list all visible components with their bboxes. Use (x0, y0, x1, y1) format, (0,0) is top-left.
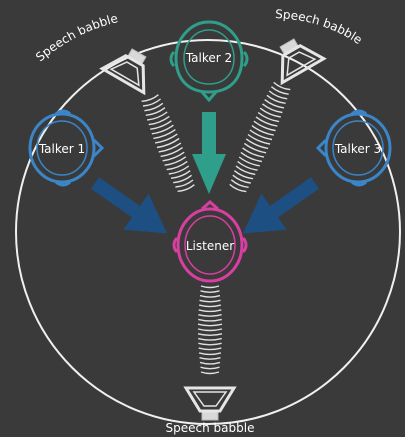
sound-wave-ring (198, 352, 222, 356)
sound-wave-ring (200, 371, 220, 375)
sound-wave-ring (153, 129, 176, 140)
speaker-left (99, 48, 147, 96)
sound-wave-ring (147, 111, 168, 121)
sound-wave-ring (255, 116, 278, 127)
sound-wave-ring (238, 156, 260, 167)
sound-wave-ring (257, 111, 280, 123)
sound-wave-ring (177, 184, 195, 192)
sound-wave-ring (144, 102, 164, 112)
sound-wave-ring (155, 133, 178, 144)
arrows (90, 112, 320, 234)
sound-wave-ring (232, 174, 251, 184)
sound-wave-ring (197, 333, 223, 336)
room-circle (15, 39, 401, 425)
sound-wave-ring (240, 151, 263, 163)
sound-wave-ring (141, 94, 159, 102)
sound-wave-ring (175, 179, 194, 188)
sound-wave-ring (198, 314, 222, 317)
sound-wave-ring (199, 357, 221, 360)
sound-wave-ring (200, 366, 220, 370)
sound-wave-ring (166, 160, 188, 171)
arrow-talker-1 (90, 177, 168, 234)
sound-wave-ring (200, 290, 220, 293)
sound-wave-ring (237, 160, 258, 171)
sound-wave-ring (160, 147, 184, 158)
talker-2-head: Talker 2 (169, 20, 249, 103)
heads: Talker 2 Talker 1 Talker 3 (28, 20, 392, 283)
sound-wave-ring (199, 294, 221, 298)
sound-wave-ring (198, 342, 222, 346)
sound-wave-ring (198, 347, 222, 351)
talker-3-head: Talker 3 (315, 109, 392, 187)
sound-wave-ring (198, 337, 222, 341)
sound-wave-ring (156, 137, 180, 149)
sound-wave-ring (148, 115, 170, 126)
sound-wave-ring (259, 107, 281, 118)
sound-wave-ring (230, 179, 249, 188)
speech-babble-label-right: Speech babble (275, 7, 365, 47)
sound-wave-ring (151, 124, 174, 135)
sound-wave-ring (273, 81, 291, 91)
sound-wave-ring (253, 120, 276, 132)
sound-wave-ring (197, 328, 223, 332)
speech-babble-speakers (99, 38, 327, 421)
sound-wave-ring (229, 183, 247, 193)
sound-wave-ring (245, 138, 269, 150)
arrow-talker-2 (192, 112, 226, 194)
talker-3-label: Talker 3 (334, 142, 381, 156)
sound-wave-ring (233, 170, 254, 180)
sound-wave-ring (168, 165, 190, 175)
sound-wave-ring (268, 90, 288, 100)
speaker-bottom (183, 386, 237, 421)
sound-wave-ring (173, 174, 193, 184)
speech-babble-label-bottom: Speech babble (166, 421, 255, 435)
sound-wave-ring (242, 147, 265, 158)
sound-wave-ring (270, 86, 289, 95)
talker-1-label: Talker 1 (38, 142, 85, 156)
sound-wave-ring (158, 142, 182, 153)
talker-2-label: Talker 2 (185, 51, 232, 65)
sound-wave-ring (197, 323, 223, 327)
sound-wave-ring (247, 133, 271, 145)
sound-wave-ring (145, 107, 166, 116)
sound-wave-ring (142, 98, 162, 107)
sound-wave-ring (264, 99, 285, 109)
sound-wave-ring (150, 120, 172, 130)
sound-wave-ring (251, 125, 274, 136)
sound-waves (141, 81, 291, 375)
sound-wave-ring (170, 170, 191, 179)
sound-wave-ring (162, 151, 185, 162)
arrow-talker-3 (242, 177, 320, 234)
sound-wave-ring (249, 129, 273, 141)
sound-wave-ring (164, 156, 187, 166)
talker-1-head: Talker 1 (28, 109, 105, 187)
speaker-right (279, 38, 327, 86)
sound-wave-ring (266, 94, 286, 104)
sound-wave-ring (261, 103, 283, 114)
listener-head: Listener (172, 200, 248, 283)
sound-wave-ring (199, 299, 221, 303)
sound-wave-ring (235, 165, 256, 176)
listener-label: Listener (186, 239, 234, 253)
speech-babble-label-left: Speech babble (33, 11, 119, 64)
sound-wave-ring (200, 285, 220, 289)
sound-wave-ring (243, 142, 267, 154)
sound-wave-ring (199, 361, 221, 365)
sound-wave-ring (198, 304, 222, 308)
sound-wave-ring (198, 309, 222, 313)
sound-wave-ring (198, 318, 222, 322)
